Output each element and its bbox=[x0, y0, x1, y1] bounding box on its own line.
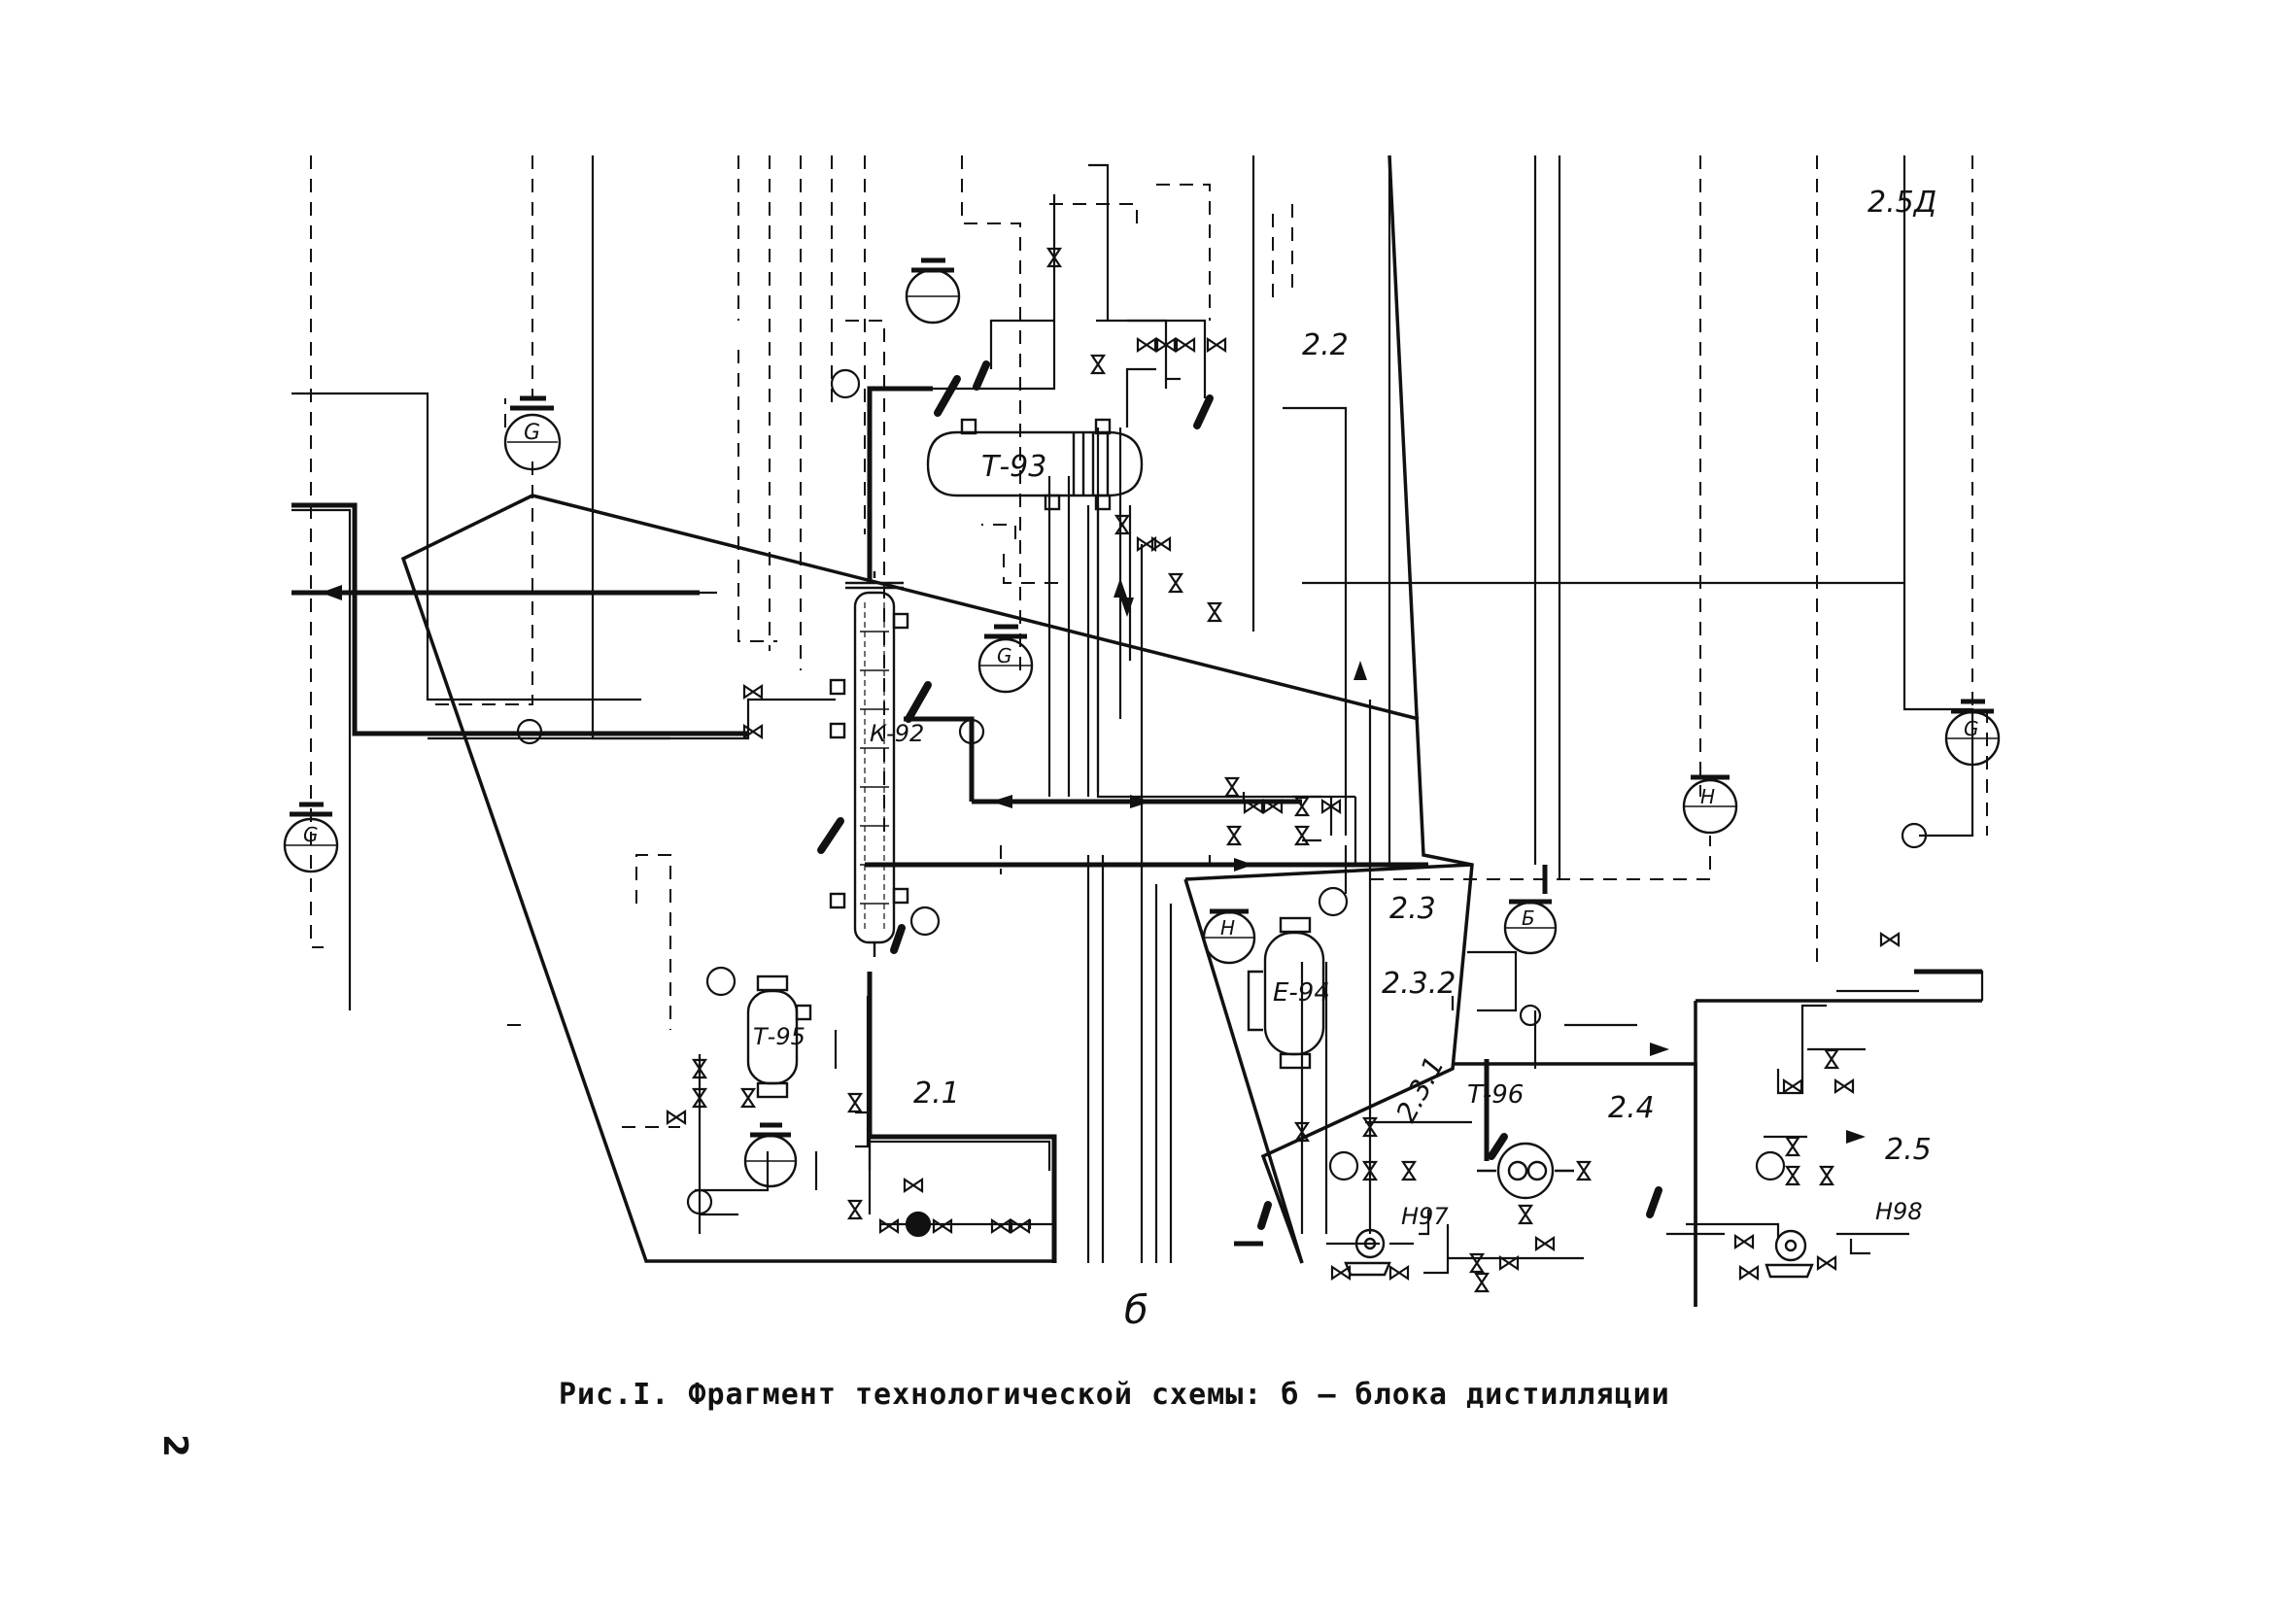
instrument-g-1: G bbox=[503, 395, 562, 471]
pump2-label: Н98 bbox=[1875, 1198, 1923, 1225]
instrument-h-1-label: H bbox=[1220, 916, 1235, 940]
zone-label-2-3: 2.3 bbox=[1389, 892, 1436, 926]
zone-label-2-2: 2.2 bbox=[1302, 328, 1349, 362]
instrument-g-2-label: G bbox=[303, 823, 319, 846]
page-mark: 2 bbox=[154, 1434, 194, 1457]
distillation-column bbox=[829, 571, 909, 957]
instrument-g-5 bbox=[743, 1122, 798, 1188]
zone-label-2-4: 2.4 bbox=[1608, 1091, 1655, 1125]
pump-h97 bbox=[1344, 1228, 1391, 1277]
figure-letter: б bbox=[1124, 1288, 1148, 1333]
reboiler-label: Т-95 bbox=[753, 1023, 805, 1050]
cooler-t96 bbox=[1477, 1142, 1574, 1200]
process-lines bbox=[291, 155, 1984, 1275]
zone-label-2-5: 2.5 bbox=[1885, 1133, 1932, 1167]
pump-h98 bbox=[1765, 1229, 1814, 1279]
vessel-e94 bbox=[1247, 916, 1325, 1070]
vessel-label: Е-94 bbox=[1273, 978, 1330, 1008]
instrument-h-2: H bbox=[1682, 774, 1738, 835]
instrument-round-small bbox=[705, 368, 1786, 1181]
instrument-b-1: Б bbox=[1503, 899, 1558, 955]
instrument-h-1: H bbox=[1202, 908, 1256, 965]
column-label: К-92 bbox=[870, 720, 924, 747]
instrument-h-2-label: H bbox=[1700, 785, 1715, 808]
reboiler bbox=[746, 974, 812, 1099]
cooler-label: Т-96 bbox=[1467, 1080, 1524, 1110]
instrument-g-1-label: G bbox=[524, 421, 540, 445]
signal-lines bbox=[310, 155, 1988, 1128]
flow-meters bbox=[516, 718, 1928, 1238]
instrument-g-4-label: G bbox=[997, 644, 1012, 667]
condenser-label: Т-93 bbox=[981, 450, 1046, 484]
valves bbox=[666, 247, 1901, 1293]
instrument-g-3 bbox=[905, 257, 961, 325]
zone-label-2-3-1: 2.3.1 bbox=[1389, 1051, 1451, 1127]
zone-label-2-1: 2.1 bbox=[913, 1077, 960, 1111]
instrument-g-2: G bbox=[283, 802, 339, 873]
zone-label-2-5d: 2.5Д bbox=[1868, 186, 1936, 220]
flow-arrows bbox=[321, 578, 1866, 1144]
instrument-b-1-label: Б bbox=[1522, 906, 1535, 930]
thermometers bbox=[817, 360, 1662, 1230]
pump1-label: Н97 bbox=[1401, 1203, 1449, 1230]
zone-boundaries bbox=[400, 154, 1982, 1307]
condenser bbox=[926, 418, 1144, 511]
instrument-g-6-label: G bbox=[1964, 717, 1979, 740]
instrument-g-6: G bbox=[1944, 699, 2001, 767]
figure-caption: Рис.I. Фрагмент технологической схемы: б… bbox=[559, 1378, 1670, 1412]
instrument-g-4: G bbox=[977, 624, 1034, 694]
zone-label-2-3-2: 2.3.2 bbox=[1382, 967, 1456, 1001]
